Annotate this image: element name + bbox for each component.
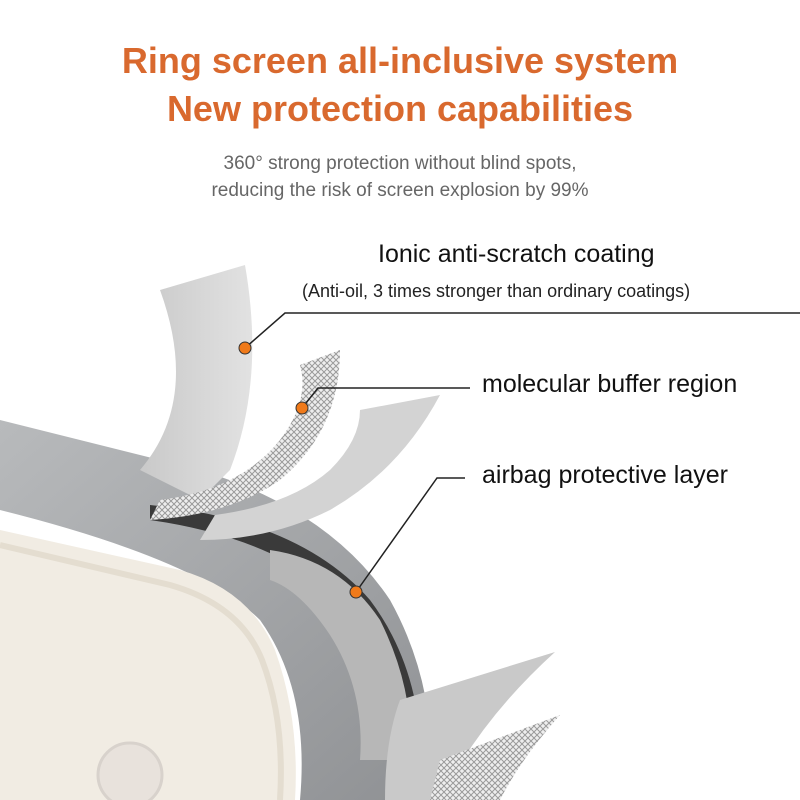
callout-label-buffer: molecular buffer region [482, 370, 738, 398]
headline-line-1: Ring screen all-inclusive system [121, 40, 679, 81]
callout-label-airbag: airbag protective layer [482, 461, 728, 489]
buffer-mesh-layer [150, 350, 340, 520]
subtitle-line-1: 360° strong protection without blind spo… [223, 153, 577, 174]
marker-dot-coating [238, 341, 252, 355]
callout-label-coating: Ionic anti-scratch coating [378, 240, 655, 268]
subtitle-line-2: reducing the risk of screen explosion by… [211, 180, 589, 201]
marker-dot-airbag [349, 585, 363, 599]
callout-line-coating [244, 312, 800, 349]
anti-scratch-layer [140, 265, 253, 500]
marker-dot-buffer [295, 401, 309, 415]
headline-line-2: New protection capabilities [166, 88, 634, 129]
phone-screen [0, 530, 296, 800]
camera-lens [96, 741, 164, 800]
airbag-layer [200, 395, 440, 540]
phone-frame [0, 420, 432, 800]
callout-line-airbag [355, 477, 465, 593]
callout-line-buffer [301, 387, 470, 409]
callout-note-coating: (Anti-oil, 3 times stronger than ordinar… [302, 281, 691, 301]
